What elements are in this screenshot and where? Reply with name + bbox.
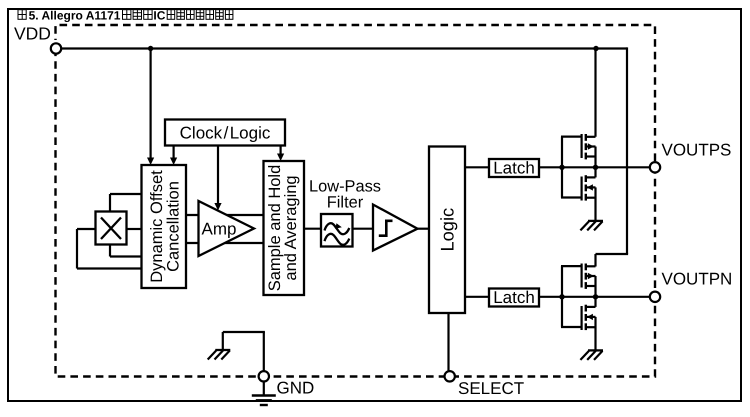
svg-text:Clock / Logic: Clock / Logic — [180, 124, 271, 143]
svg-text:VOUTPS: VOUTPS — [662, 141, 732, 160]
svg-text:Cancellation: Cancellation — [165, 181, 183, 272]
svg-text:Amp: Amp — [202, 220, 237, 239]
svg-text:5. Allegro A1171: 5. Allegro A1171 — [29, 8, 121, 22]
svg-text:Latch: Latch — [493, 159, 535, 178]
svg-text:VDD: VDD — [14, 23, 51, 43]
svg-text:Sample and Hold: Sample and Hold — [266, 165, 284, 292]
svg-text:SELECT: SELECT — [458, 379, 524, 398]
svg-text:VOUTPN: VOUTPN — [662, 270, 733, 289]
svg-text:Dynamic Offset: Dynamic Offset — [148, 170, 166, 283]
svg-text:GND: GND — [277, 379, 315, 398]
svg-text:Logic: Logic — [437, 208, 458, 252]
svg-text:Filter: Filter — [327, 194, 364, 212]
svg-text:Latch: Latch — [493, 288, 535, 307]
svg-text:Low-Pass: Low-Pass — [309, 178, 381, 196]
svg-text:IC: IC — [153, 8, 165, 22]
svg-text:and Averaging: and Averaging — [282, 175, 300, 280]
